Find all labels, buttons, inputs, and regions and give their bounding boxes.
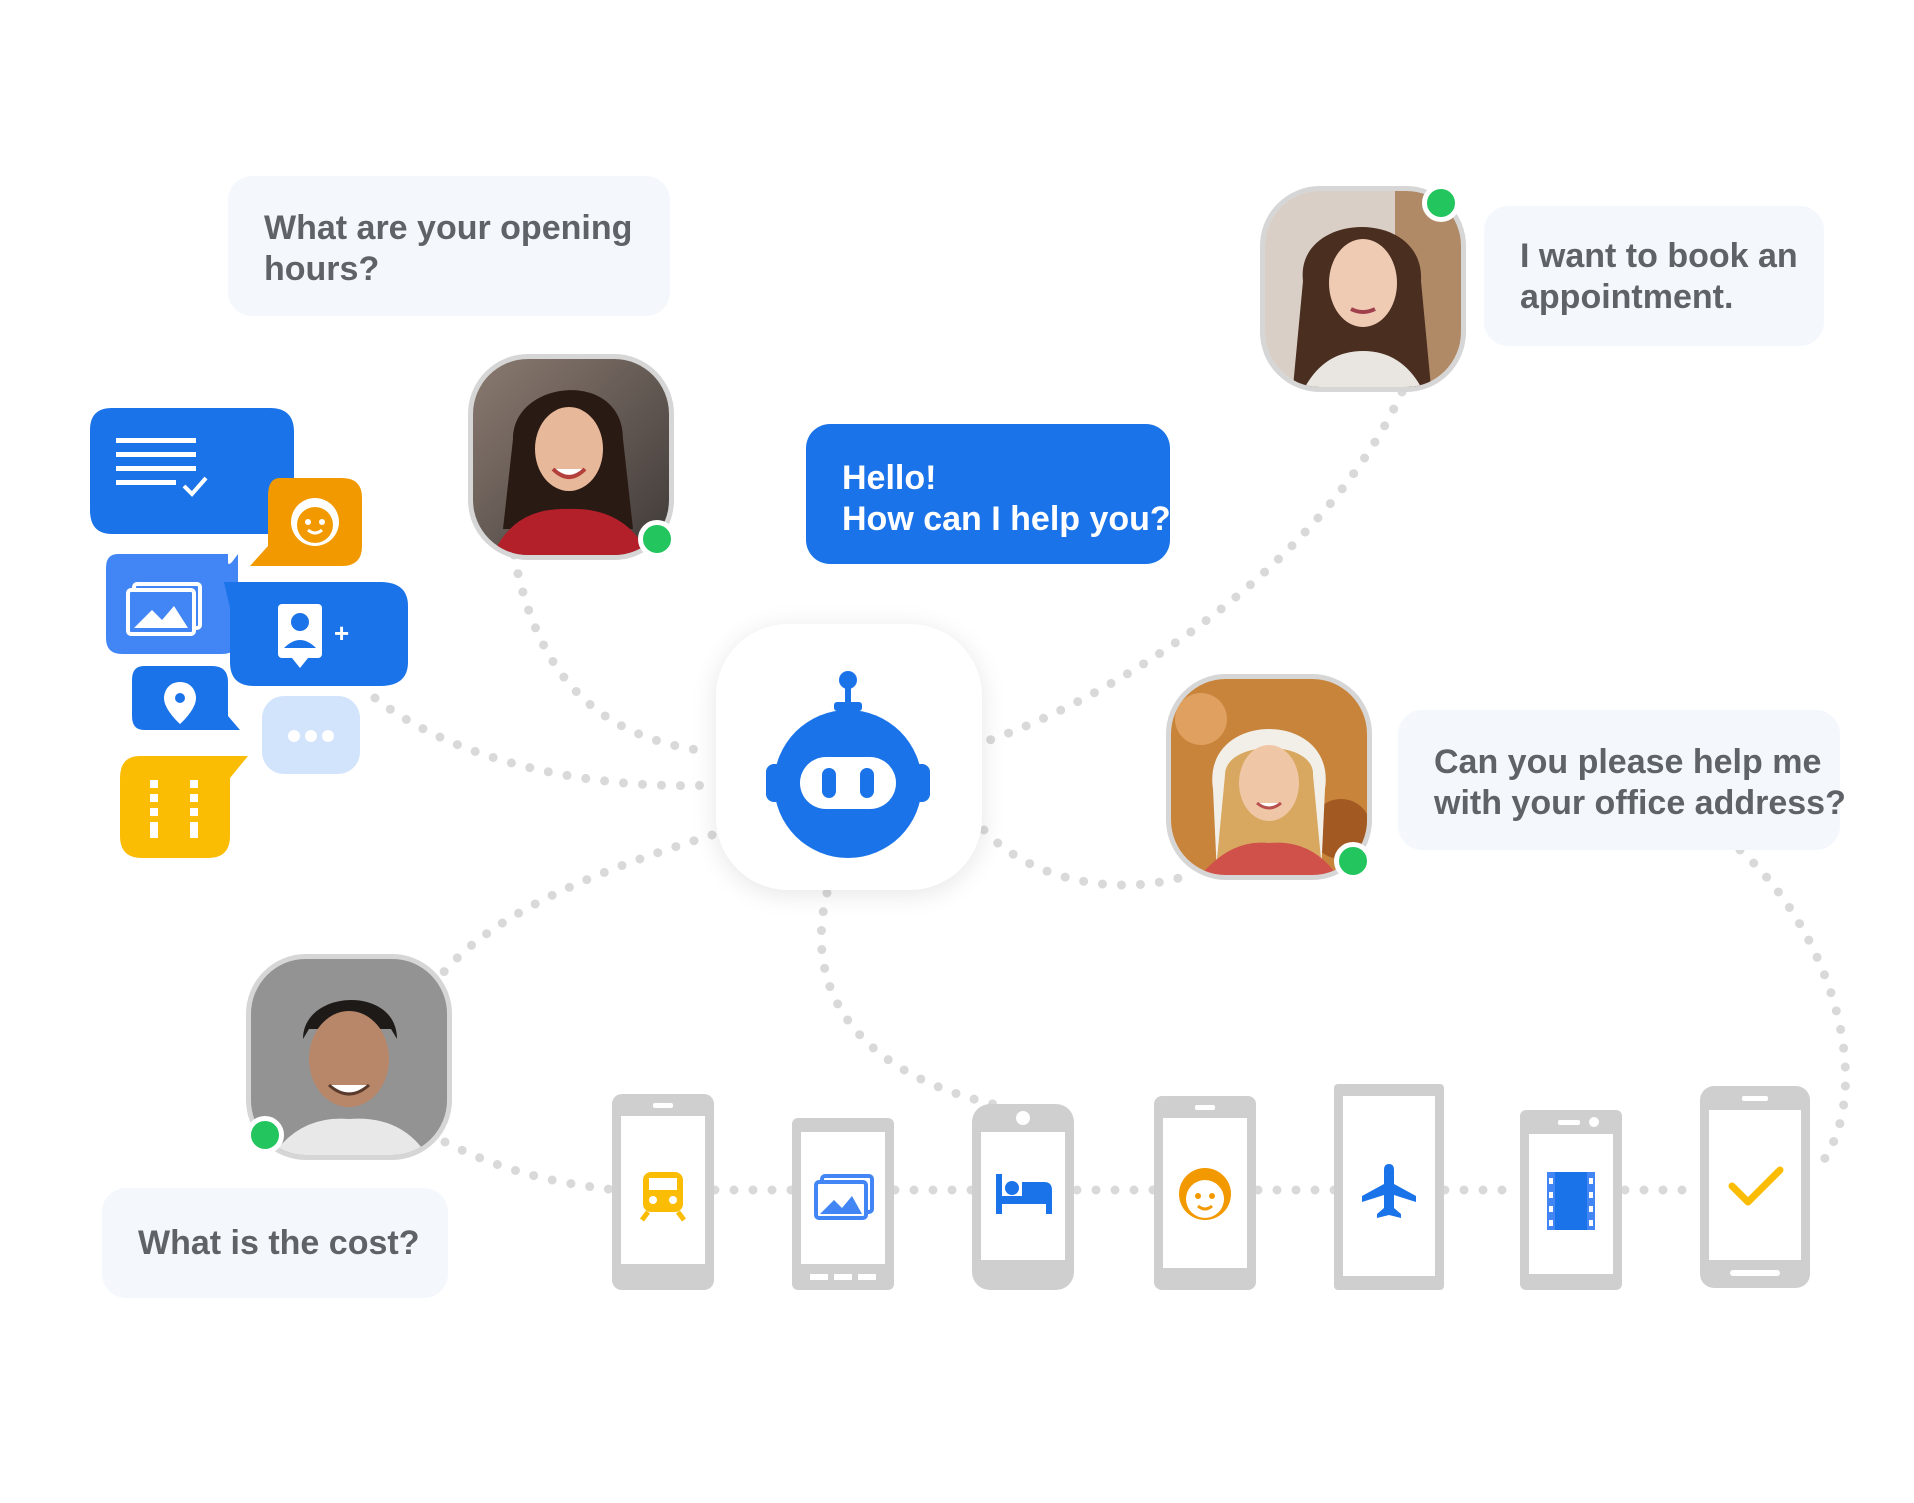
message-line: hours? (264, 249, 380, 288)
rich-content-icons: + (90, 408, 408, 858)
device-film (1520, 1110, 1622, 1290)
message-line: with your office address? (1434, 783, 1846, 822)
message-line: What are your opening (264, 209, 633, 247)
message-line: Hello! (842, 459, 937, 497)
device-face (1154, 1096, 1256, 1290)
portrait-image (251, 959, 447, 1155)
device-checkmark (1700, 1086, 1810, 1288)
location-pin-icon (132, 666, 240, 730)
message-cost: What is the cost? (102, 1188, 448, 1298)
robot-icon (766, 671, 930, 858)
device-train (612, 1094, 714, 1290)
online-status-indicator (1422, 184, 1460, 222)
film-icon (120, 756, 248, 858)
chatbot-hub (716, 624, 982, 890)
document-check-icon (90, 408, 316, 534)
message-line: How can I help you? (842, 499, 1171, 538)
film-icon (1547, 1172, 1595, 1230)
message-line: Can you please help me (1434, 743, 1822, 781)
checkmark-icon (1728, 1166, 1784, 1206)
add-contact-icon: + (224, 582, 408, 686)
train-icon (640, 1172, 686, 1222)
image-gallery-icon (106, 554, 238, 654)
online-status-indicator (638, 520, 676, 558)
message-opening-hours: What are your opening hours? (228, 176, 670, 316)
online-status-indicator (1334, 842, 1372, 880)
device-image-gallery (792, 1118, 894, 1290)
hotel-bed-icon (996, 1174, 1052, 1214)
user-woman-hood-avatar (1166, 674, 1372, 880)
user-woman-brown-hair-avatar (1260, 186, 1466, 392)
device-airplane (1334, 1084, 1444, 1290)
bot-greeting-message: Hello! How can I help you? (806, 424, 1171, 564)
portrait-image (1265, 191, 1461, 387)
message-line: I want to book an (1520, 237, 1798, 275)
airplane-icon (1362, 1164, 1416, 1218)
device-hotel (972, 1104, 1074, 1290)
portrait-image (473, 359, 669, 555)
user-woman-red-sweater-avatar (468, 354, 674, 560)
portrait-image (1171, 679, 1367, 875)
message-office-address: Can you please help me with your office … (1398, 710, 1846, 850)
message-line: appointment. (1520, 277, 1734, 316)
image-gallery-icon (814, 1174, 874, 1220)
face-icon (250, 478, 362, 566)
more-dots-icon (262, 696, 360, 774)
online-status-indicator (246, 1116, 284, 1154)
svg-text:+: + (334, 618, 349, 648)
message-book-appointment: I want to book an appointment. (1484, 206, 1824, 346)
face-icon (1179, 1168, 1231, 1220)
message-line: What is the cost? (138, 1224, 420, 1262)
